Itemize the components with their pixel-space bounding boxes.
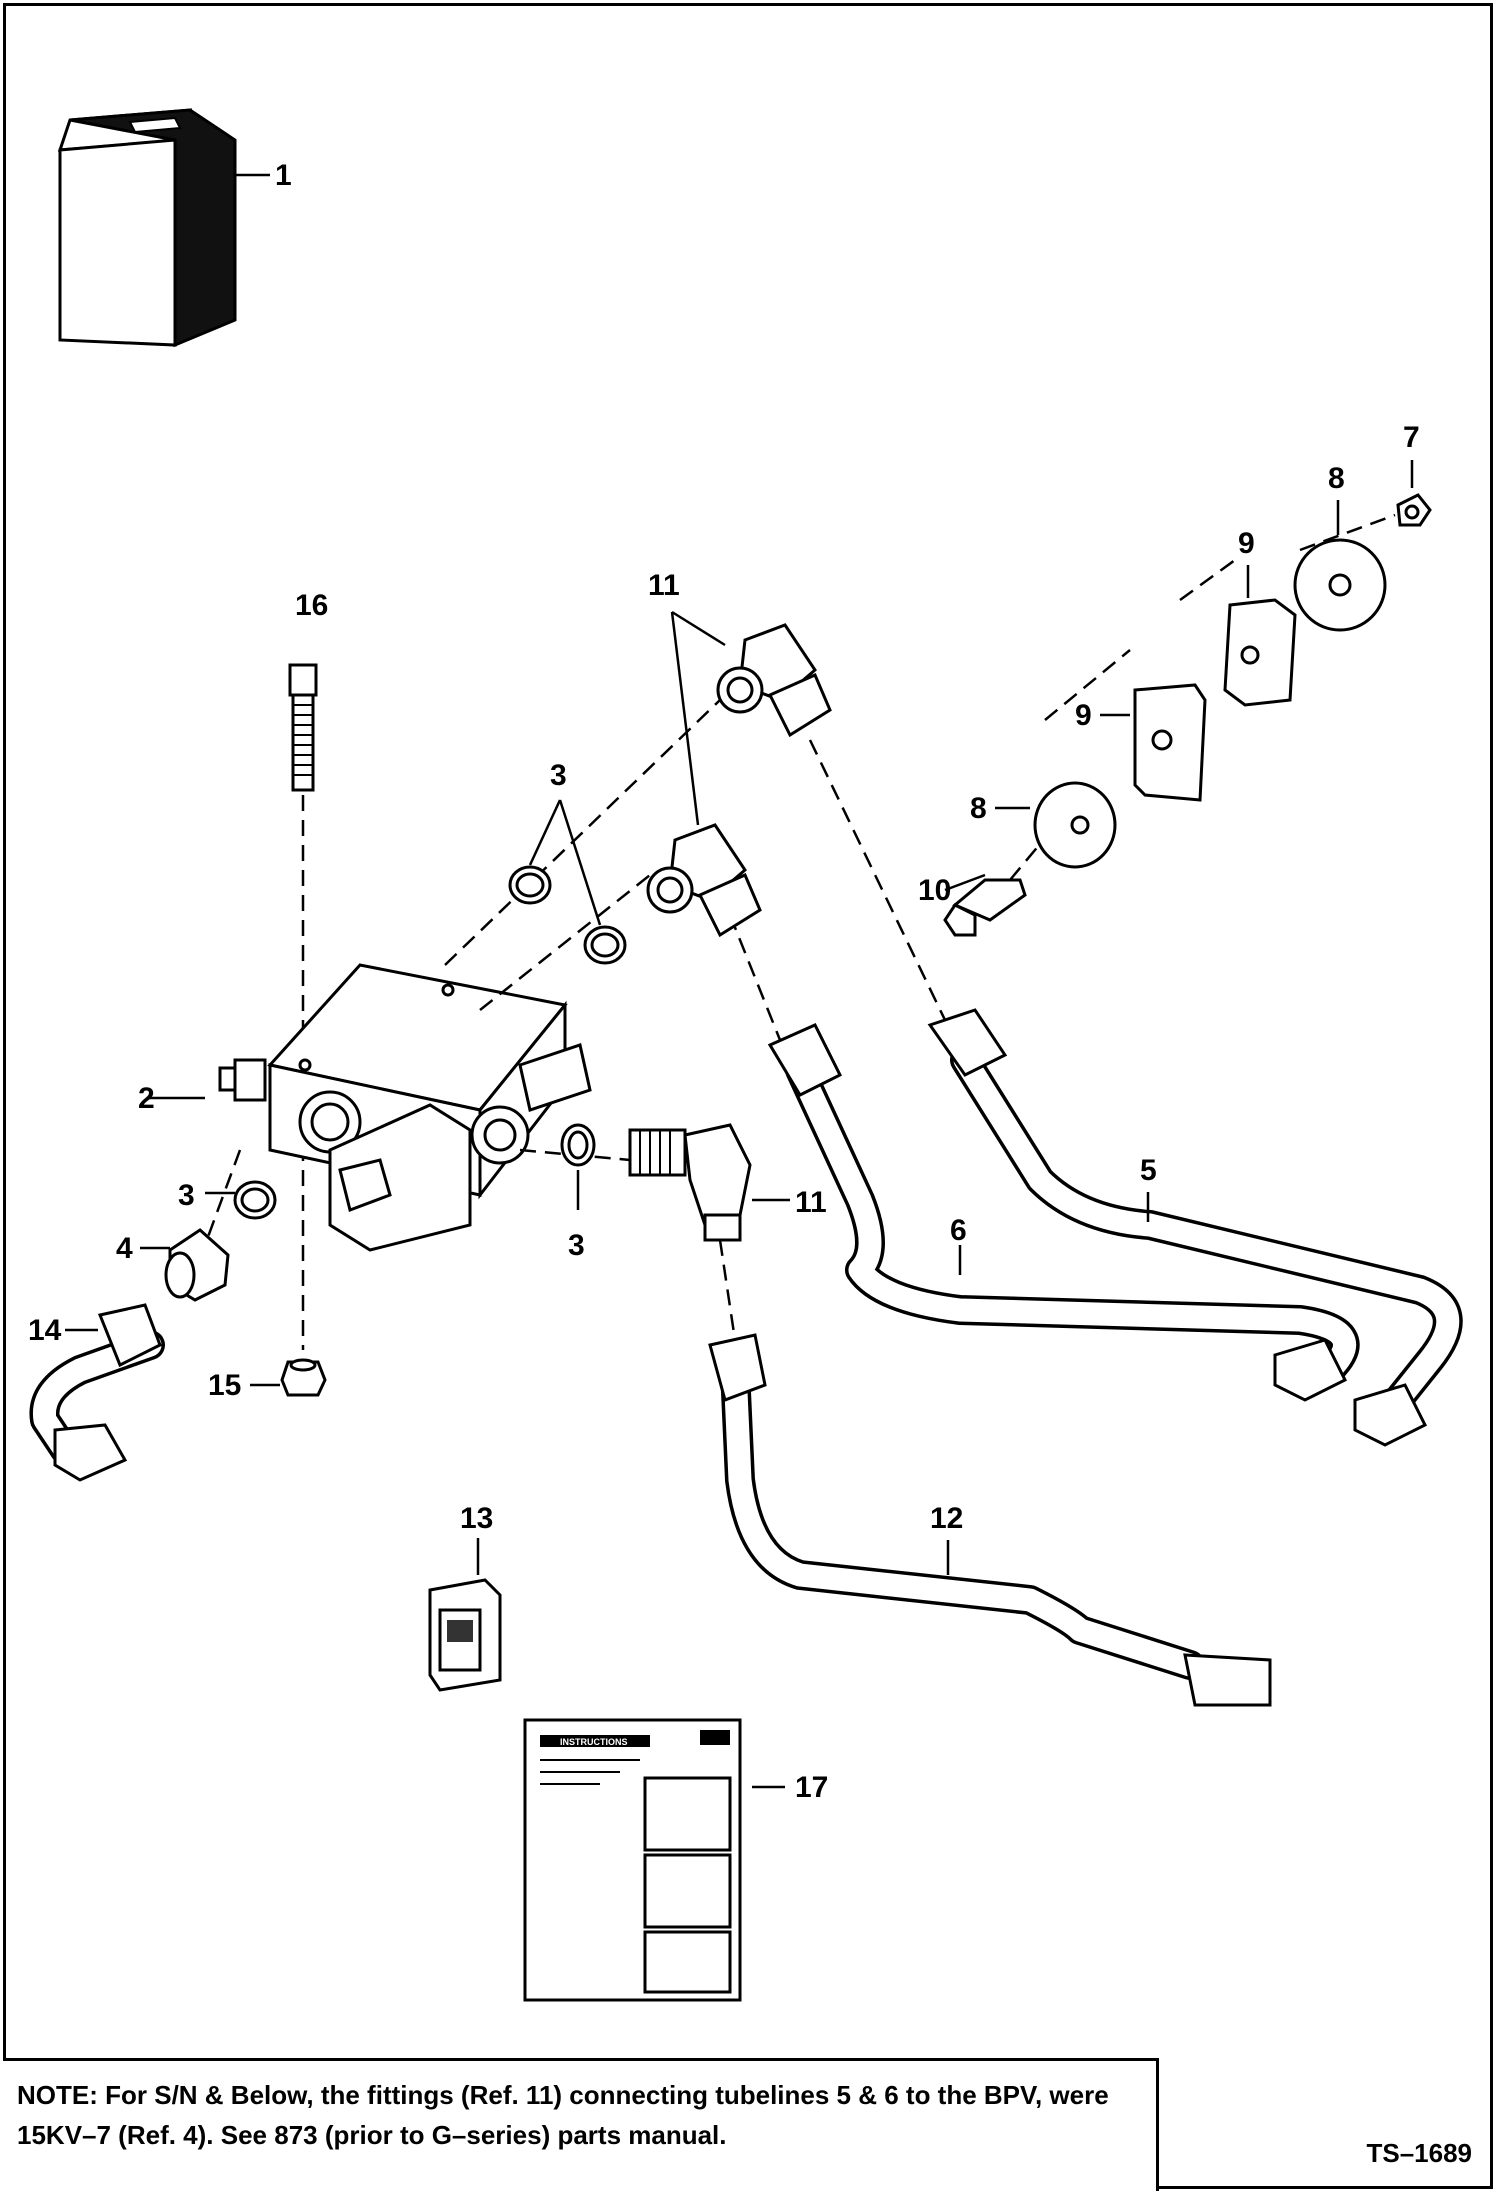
part-3-orings: [205, 799, 627, 1220]
instructions-heading: INSTRUCTIONS: [560, 1737, 628, 1747]
callout-3c: 3: [568, 1229, 585, 1262]
callout-8b: 8: [970, 792, 987, 825]
note-box: NOTE: For S/N & Below, the fittings (Ref…: [3, 2058, 1159, 2191]
callout-9a: 9: [1238, 527, 1255, 560]
callout-15: 15: [208, 1369, 241, 1402]
callout-12: 12: [930, 1502, 963, 1535]
part-11-fittings: [628, 610, 832, 1242]
part-17-instructions: INSTRUCTIONS: [523, 1718, 785, 2002]
part-2-valve: [148, 963, 592, 1252]
callout-11a: 11: [648, 569, 680, 602]
part-13-switch: [428, 1538, 502, 1692]
callout-11b: 11: [795, 1186, 827, 1219]
callout-5: 5: [1140, 1154, 1157, 1187]
callout-13: 13: [460, 1502, 493, 1535]
part-16-bolt: [288, 663, 318, 1350]
callout-3a: 3: [550, 759, 567, 792]
callout-3b: 3: [178, 1179, 195, 1212]
callout-1: 1: [275, 159, 292, 192]
parts-5-6-tubes: [767, 1008, 1463, 1447]
callout-8a: 8: [1328, 462, 1345, 495]
note-text: : For S/N & Below, the fittings (Ref. 11…: [17, 2080, 1109, 2150]
callout-6: 6: [950, 1214, 967, 1247]
part-12-tube: [708, 1333, 1272, 1707]
callout-2: 2: [138, 1082, 155, 1115]
callout-10: 10: [918, 874, 951, 907]
part-1-box: [57, 108, 270, 348]
callout-4: 4: [116, 1232, 133, 1265]
part-14-tube: [29, 1303, 165, 1482]
callout-9b: 9: [1075, 699, 1092, 732]
parts-7-10-hardware: [943, 460, 1432, 937]
figure-code: TS–1689: [1366, 2138, 1472, 2168]
callout-7: 7: [1403, 421, 1420, 454]
callout-14: 14: [28, 1314, 62, 1347]
note-label: NOTE: [17, 2080, 90, 2110]
callout-16: 16: [295, 589, 328, 622]
callout-17: 17: [795, 1771, 828, 1804]
part-15-nut: [250, 1358, 327, 1397]
part-4-adapter: [140, 1228, 230, 1302]
